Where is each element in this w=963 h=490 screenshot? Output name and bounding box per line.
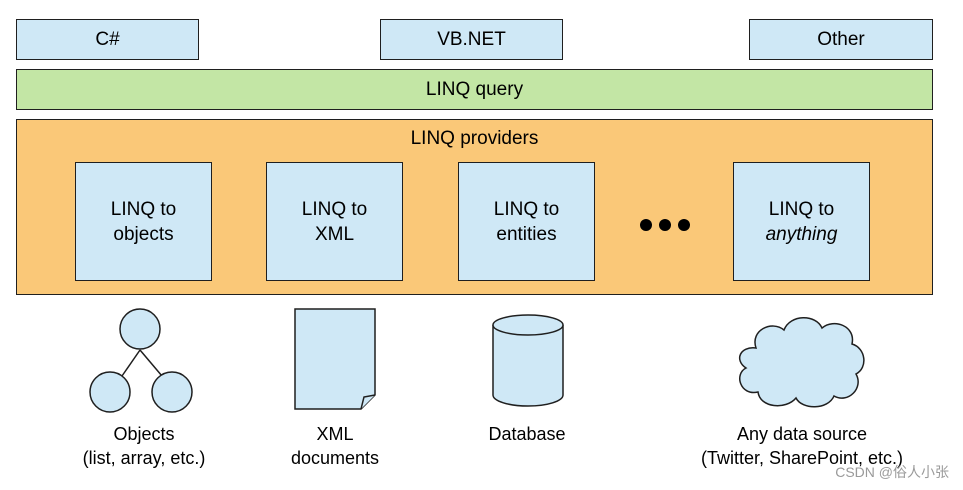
caption-line1: XML [316, 424, 354, 444]
caption-line1: Database [488, 424, 566, 444]
provider-line1: LINQ to [110, 198, 177, 220]
dot [640, 219, 652, 231]
provider-line1: LINQ to [301, 198, 368, 220]
linq-query-bar: LINQ query [16, 69, 933, 110]
watermark-text: CSDN @俗人小张 [835, 464, 949, 480]
dot [659, 219, 671, 231]
providers-title: LINQ providers [410, 128, 539, 149]
provider-xml: LINQ to XML [266, 162, 403, 281]
provider-anything: LINQ to anything [733, 162, 870, 281]
ellipsis-dots-icon [634, 216, 696, 234]
provider-line2: entities [496, 223, 557, 245]
caption-line2: (list, array, etc.) [82, 448, 206, 468]
language-box-other: Other [749, 19, 933, 60]
source-caption-database: Database [462, 422, 592, 446]
provider-line1: LINQ to [493, 198, 560, 220]
language-box-csharp: C# [16, 19, 199, 60]
provider-line1: LINQ to [768, 198, 835, 220]
provider-line2: objects [113, 223, 174, 245]
source-caption-xml: XML documents [270, 422, 400, 470]
provider-entities: LINQ to entities [458, 162, 595, 281]
source-caption-any: Any data source (Twitter, SharePoint, et… [682, 422, 922, 470]
provider-objects: LINQ to objects [75, 162, 212, 281]
caption-line2: documents [290, 448, 380, 468]
language-label: VB.NET [437, 28, 506, 50]
language-label: C# [95, 28, 120, 50]
source-caption-objects: Objects (list, array, etc.) [55, 422, 233, 470]
cloud-icon [738, 317, 865, 408]
linq-query-label: LINQ query [425, 78, 524, 100]
language-label: Other [817, 28, 865, 50]
caption-line1: Any data source [736, 424, 868, 444]
provider-line2: XML [314, 223, 355, 245]
database-icon [492, 314, 564, 407]
dot [678, 219, 690, 231]
provider-line2: anything [765, 223, 838, 245]
language-box-vbnet: VB.NET [380, 19, 563, 60]
tree-icon [89, 308, 193, 413]
caption-line2: (Twitter, SharePoint, etc.) [700, 448, 904, 468]
caption-line1: Objects [113, 424, 175, 444]
document-icon [294, 308, 376, 410]
